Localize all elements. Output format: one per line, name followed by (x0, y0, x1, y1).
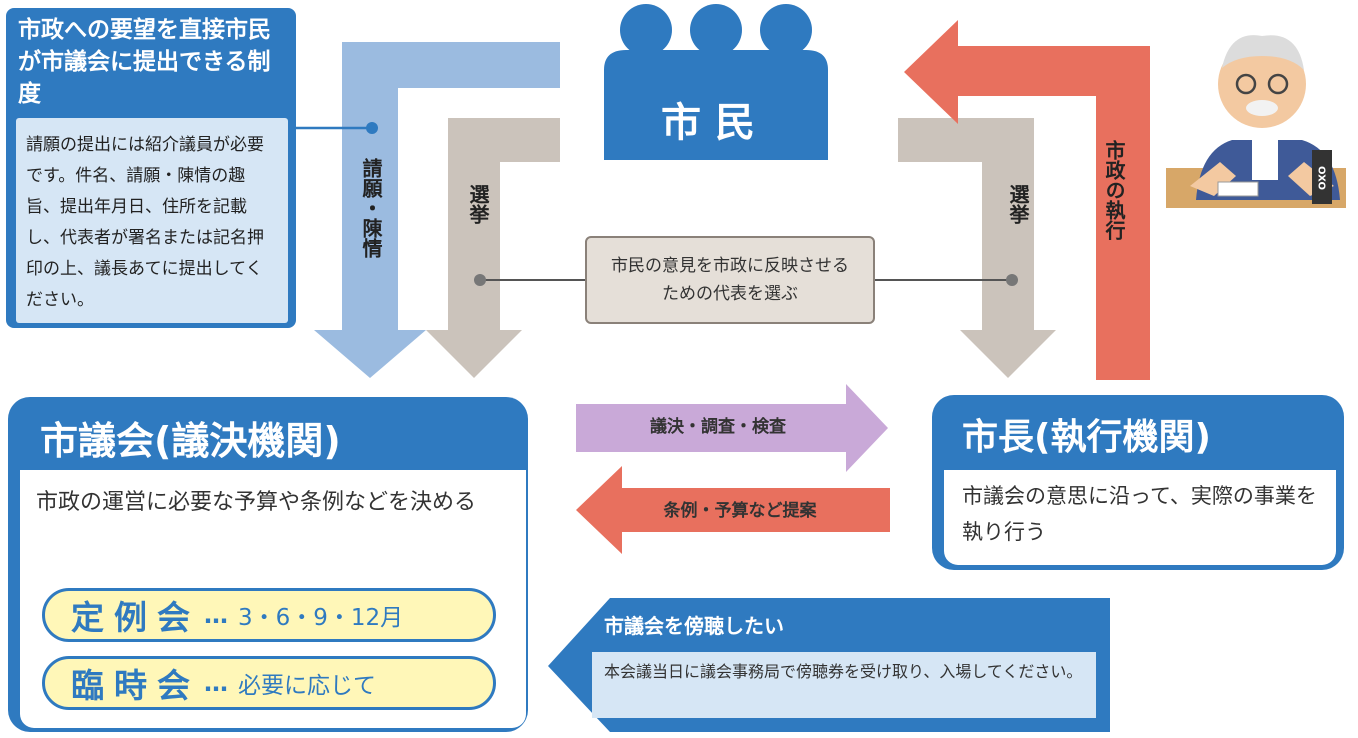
petition-arrow (314, 42, 560, 378)
election-label-left: 選挙 (466, 184, 490, 224)
decision-arrow (576, 384, 888, 472)
regular-session-dots: … (204, 601, 228, 629)
execution-label: 市政の執行 (1102, 140, 1126, 240)
election-arrow-left (426, 118, 560, 378)
petition-title: 市政への要望を直接市民が市議会に提出できる制度 (18, 17, 271, 107)
regular-session-pill: 定例会 … 3・6・9・12月 (42, 588, 496, 642)
council-description: 市政の運営に必要な予算や条例などを決める (36, 490, 477, 515)
representation-text: 市民の意見を市政に反映させるための代表を選ぶ (611, 256, 849, 304)
election-arrow-right (898, 118, 1056, 378)
election-label-right: 選挙 (1006, 184, 1030, 224)
citizens-label: 市民 (661, 100, 769, 146)
mayor-content (944, 470, 1336, 565)
mayor-title: 市長(執行機関) (962, 417, 1211, 458)
execution-arrow (904, 20, 1150, 380)
special-session-pill: 臨時会 … 必要に応じて (42, 656, 496, 710)
special-session-note: 必要に応じて (238, 673, 376, 699)
proposal-arrow (576, 466, 890, 554)
proposal-arrow-label: 条例・予算など提案 (663, 501, 817, 521)
council-title: 市議会(議決機関) (40, 419, 341, 463)
mayor-illustration (1166, 35, 1346, 208)
regular-session-label: 定例会 (71, 598, 200, 637)
petition-flow-label: 請願・陳情 (359, 158, 383, 258)
gallery-title: 市議会を傍聴したい (604, 614, 784, 638)
citizens-icon (604, 4, 828, 160)
mayor-description: 市議会の意思に沿って、実際の事業を執り行う (962, 484, 1317, 544)
special-session-label: 臨時会 (71, 666, 200, 705)
petition-description: 請願の提出には紹介議員が必要です。件名、請願・陳情の趣旨、提出年月日、住所を記載… (16, 118, 288, 323)
mayor-nameplate: OXO (1315, 166, 1327, 190)
regular-session-months: 3・6・9・12月 (238, 605, 404, 631)
gallery-description: 本会議当日に議会事務局で傍聴券を受け取り、入場してください。 (592, 652, 1096, 718)
representation-box: 市民の意見を市政に反映させるための代表を選ぶ (585, 236, 875, 324)
decision-arrow-label: 議決・調査・検査 (650, 417, 786, 437)
special-session-dots: … (204, 669, 228, 697)
